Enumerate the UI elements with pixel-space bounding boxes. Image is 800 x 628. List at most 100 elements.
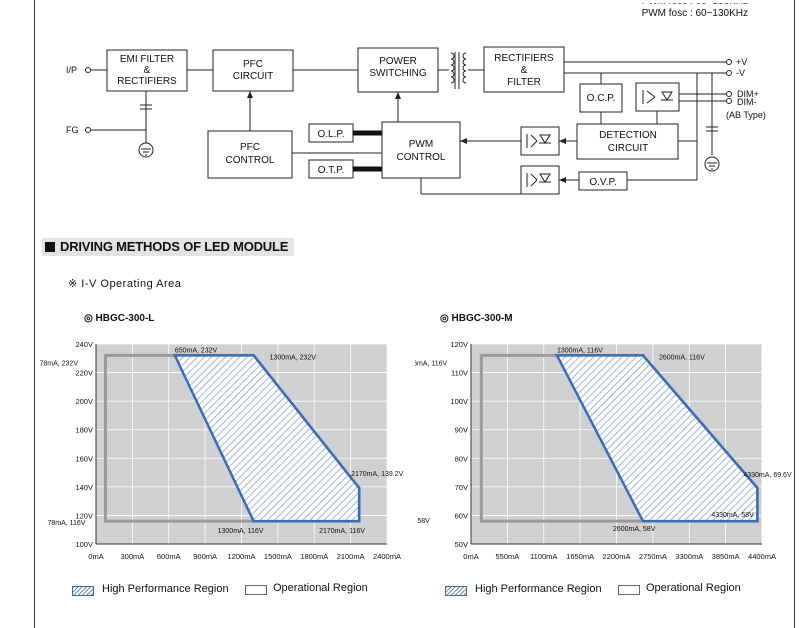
block-diagram: I/P FG EMI FILTER & RECTIFIERS PFC CIRCU… [66,46,766,195]
pwm-frequency-note: PWM fosc : 60~130KHz PWM fosc : 60~130KH… [642,0,748,20]
ocp-block [579,83,623,113]
x-tick-label: 2200mA [603,552,631,561]
rectifiers-line-1: RECTIFIERS [494,53,554,64]
frame-right-border [794,0,795,628]
otp-label: O.T.P. [318,165,345,176]
legend-left-operational-swatch [245,585,267,595]
frame-left-border [34,0,35,628]
point-label: 1300mA, 116V [557,347,603,354]
point-label: 1300mA, 232V [270,354,317,361]
y-tick-label: 50V [455,540,468,549]
x-tick-label: 1100mA [530,552,557,561]
ovp-label: O.V.P. [589,177,616,188]
pfc-circuit-line-1: PFC [243,59,263,70]
rectifiers-filter-block [483,46,565,93]
y-tick-label: 180V [75,426,93,435]
power-switching-line-1: POWER [379,56,417,67]
ip-label: I/P [66,65,77,75]
point-label: 2600mA, 116V [659,354,705,361]
y-tick-label: 100V [75,540,93,549]
x-tick-label: 2750mA [639,552,667,561]
high-performance-region [554,354,759,523]
x-tick-label: 0mA [88,552,103,561]
ground-icon [138,142,154,158]
dim-positive-label: DIM+ [737,89,759,99]
point-label: 2600mA, 58V [613,526,656,533]
point-label: 78mA, 232V [40,360,78,367]
detection-line-1: DETECTION [599,130,657,141]
pfc-control-line-1: PFC [240,142,260,153]
pwm-control-line-2: CONTROL [397,152,446,163]
y-tick-label: 200V [75,397,93,406]
y-tick-label: 100V [450,397,468,406]
rectifiers-line-3: FILTER [507,77,541,88]
point-label: 2170mA, 139.2V [351,471,403,478]
x-tick-label: 2100mA [337,552,365,561]
y-tick-label: 120V [450,340,468,349]
legend-left-high-performance-label: High Performance Region [102,583,229,595]
pfc-circuit-block [212,49,294,92]
y-tick-label: 160V [75,454,93,463]
y-tick-label: 80V [455,454,468,463]
chart-left-title: ◎ HBGC-300-L [84,313,155,324]
pwm-note-line-2: PWM fosc : 60~130KHz [641,8,748,19]
rectifiers-line-2: & [521,65,528,76]
pwm-control-block [381,121,461,179]
x-tick-label: 300mA [120,552,144,561]
legend-right-high-performance-label: High Performance Region [475,583,602,595]
ovp-optocoupler-icon [520,165,560,195]
pwm-control-line-1: PWM [409,139,433,150]
section-subtitle: ※ I-V Operating Area [68,278,182,290]
olp-label: O.L.P. [317,129,344,140]
legend-right-operational-swatch [618,585,640,595]
output-negative-label: -V [736,68,745,78]
point-label: 4330mA, 69.6V [743,472,792,479]
x-tick-label: 3300mA [675,552,703,561]
pwm-note-line-1: PWM fosc : 60~130KHz [641,0,748,7]
chart-right-title: ◎ HBGC-300-M [440,313,513,324]
power-switching-line-2: SWITCHING [369,68,426,79]
point-label: 650mA, 232V [175,347,218,354]
emi-line-2: & [144,65,151,76]
transformer-icon [450,52,467,89]
x-tick-label: 1200mA [228,552,256,561]
x-tick-label: 3850mA [712,552,740,561]
dim-negative-label: DIM- [737,97,757,107]
emi-line-3: RECTIFIERS [117,76,177,87]
y-tick-label: 70V [455,483,468,492]
y-tick-label: 60V [455,511,468,520]
x-tick-label: 2400mA [373,552,401,561]
x-tick-label: 550mA [495,552,519,561]
y-tick-label: 90V [455,426,468,435]
point-label: 4330mA, 58V [711,512,754,519]
ovp-block [578,171,628,191]
x-tick-label: 0mA [463,552,478,561]
detection-circuit-block [576,123,679,160]
section-header-bar [42,238,294,256]
point-label: 156mA, 116V [415,360,448,367]
detection-line-2: CIRCUIT [608,143,649,154]
pfc-circuit-line-2: CIRCUIT [233,71,274,82]
y-tick-label: 240V [75,340,93,349]
x-tick-label: 1800mA [300,552,328,561]
high-performance-region [172,354,361,523]
legend-left-high-performance-swatch [72,586,94,596]
x-tick-label: 1500mA [264,552,292,561]
ab-type-label: (AB Type) [726,110,766,120]
dim-optocoupler-icon [635,82,680,112]
ocp-label: O.C.P. [587,93,616,104]
y-tick-label: 110V [451,369,468,378]
section-bullet-icon [45,242,55,252]
pfc-control-block [207,130,293,179]
pfc-control-line-2: CONTROL [226,155,275,166]
x-tick-label: 900mA [193,552,217,561]
y-tick-label: 120V [75,511,93,520]
legend-left-operational-label: Operational Region [273,582,368,594]
y-tick-label: 220V [75,369,93,378]
chart-right: 50V 60V 70V 80V 90V 100V 110V 120V 0mA 550mA 1100m… [415,340,792,561]
feedback-optocoupler-icon [520,126,560,156]
output-positive-label: +V [736,57,747,67]
legend-right-high-performance-swatch [445,586,467,596]
x-tick-label: 4400mA [748,552,776,561]
emi-filter-block [106,49,188,92]
